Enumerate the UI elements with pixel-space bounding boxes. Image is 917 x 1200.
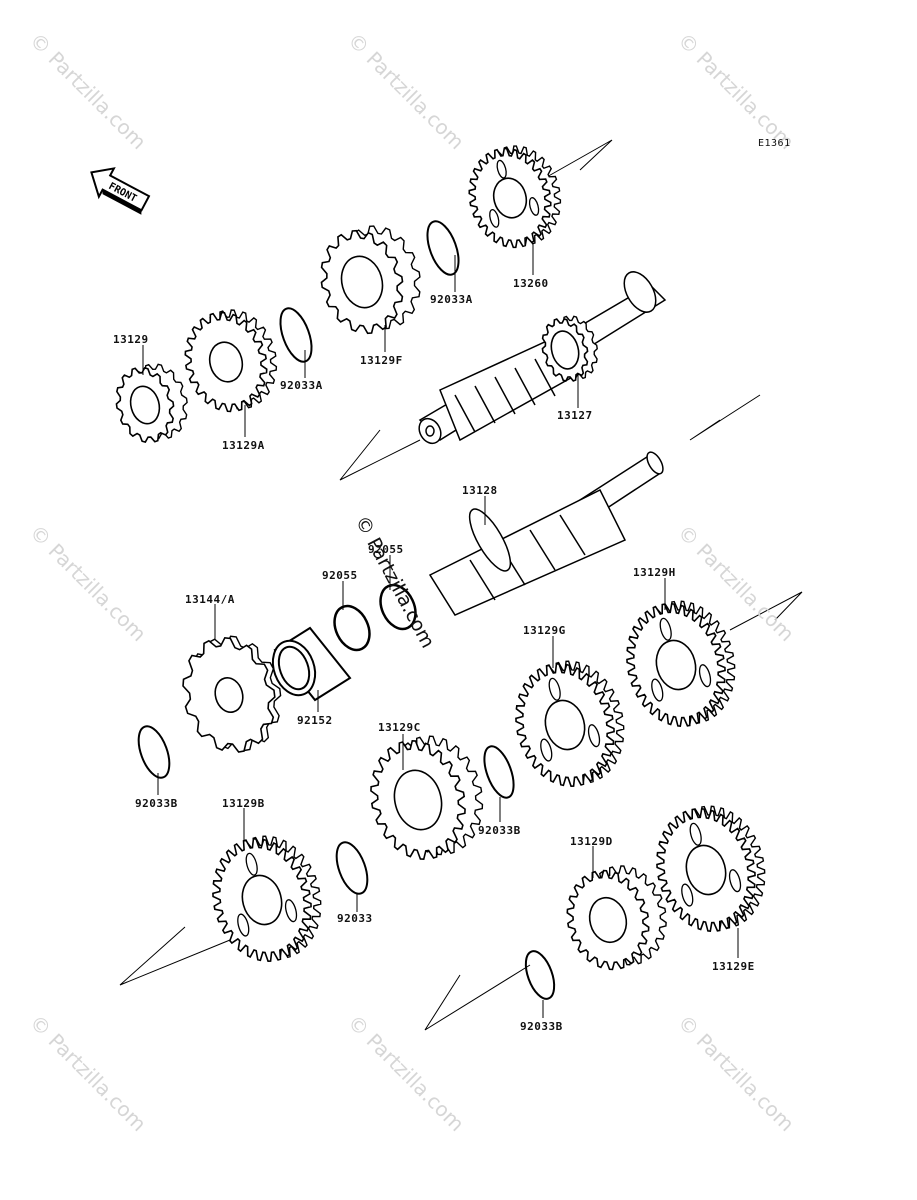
gear-13129D[interactable] [557, 857, 677, 979]
part-label-13129G[interactable]: 13129G [523, 624, 566, 637]
part-label-13129C[interactable]: 13129C [378, 721, 421, 734]
part-label-13129A[interactable]: 13129A [222, 439, 265, 452]
part-label-13129D[interactable]: 13129D [570, 835, 613, 848]
gear-13129C[interactable] [358, 726, 495, 870]
collar-92152[interactable] [266, 626, 352, 702]
part-label-13129B[interactable]: 13129B [222, 797, 265, 810]
part-label-13144A[interactable]: 13144/A [185, 593, 235, 606]
sprocket-13144A[interactable] [171, 626, 293, 762]
part-label-92033[interactable]: 92033 [337, 912, 373, 925]
gear-13127-shaft-teeth[interactable] [536, 311, 604, 387]
part-label-13260[interactable]: 13260 [513, 277, 549, 290]
part-label-13129H[interactable]: 13129H [633, 566, 676, 579]
part-label-92033B[interactable]: 92033B [135, 797, 178, 810]
guide-lines [119, 139, 803, 1031]
part-label-92033A[interactable]: 92033A [430, 293, 473, 306]
front-arrow-icon: FRONT [90, 167, 151, 215]
part-label-92055[interactable]: 92055 [322, 569, 358, 582]
gear-13129G[interactable] [503, 650, 637, 797]
gear-13129E[interactable] [644, 795, 778, 942]
diagram-code: E1361 [758, 138, 791, 149]
part-label-13128[interactable]: 13128 [462, 484, 498, 497]
gear-13129A[interactable] [175, 301, 288, 421]
part-label-92033A[interactable]: 92033A [280, 379, 323, 392]
gear-13129F[interactable] [310, 217, 431, 342]
gear-13129H[interactable] [614, 590, 748, 737]
part-label-13129[interactable]: 13129 [113, 333, 149, 346]
circlips[interactable] [133, 217, 560, 1002]
gears-group [108, 137, 778, 979]
part-label-13127[interactable]: 13127 [557, 409, 593, 422]
gear-13260[interactable] [458, 137, 571, 257]
input-shaft-13128[interactable] [428, 450, 666, 616]
part-label-13129F[interactable]: 13129F [360, 354, 403, 367]
o-rings-92055[interactable] [328, 579, 422, 655]
gear-13129B[interactable] [200, 825, 334, 972]
part-label-13129E[interactable]: 13129E [712, 960, 755, 973]
part-label-92033B[interactable]: 92033B [478, 824, 521, 837]
part-label-92033B[interactable]: 92033B [520, 1020, 563, 1033]
gear-13129[interactable] [108, 357, 195, 448]
part-label-92152[interactable]: 92152 [297, 714, 333, 727]
leader-lines [142, 243, 739, 1018]
part-label-92055[interactable]: 92055 [368, 543, 404, 556]
output-shaft-13127[interactable] [415, 266, 667, 447]
